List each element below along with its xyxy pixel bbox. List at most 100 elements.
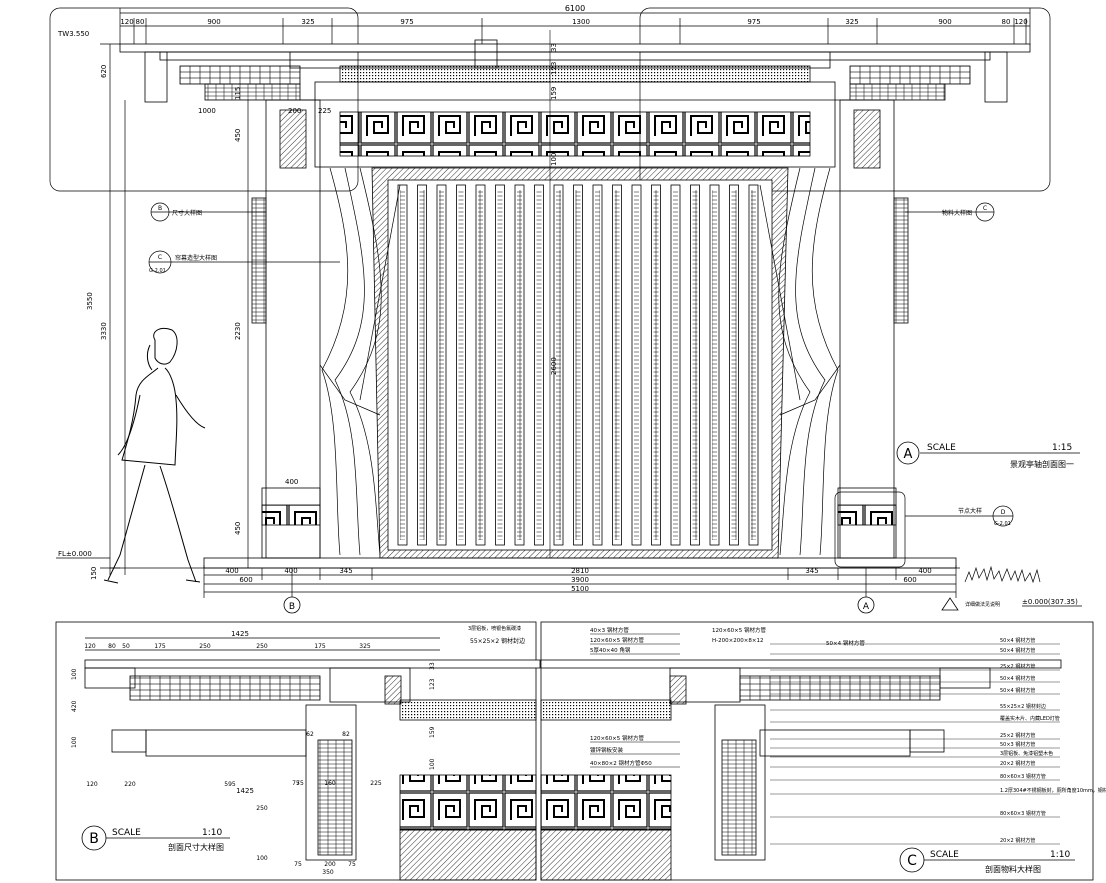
grid-a: A [863,602,870,612]
bd2-l: 600 [239,576,252,584]
detail-c-right-label: 50×4 钢材方管 [1000,637,1035,644]
detail-b-bottom-dim: 75 [294,861,302,868]
dim-center: 1300 [572,18,590,26]
title-a-name: 景观亭轴剖面图一 [1010,459,1074,469]
screen-slat-fill [478,190,483,540]
left-vertical-dims [100,43,249,575]
level-triangle [941,597,959,611]
v115: 115 [234,87,242,100]
title-c-scale: 1:10 [1050,850,1070,860]
detail-b-mid-total: 1425 [236,787,254,795]
detail-b-top-total: 1425 [231,630,249,638]
detail-b-detail-dim: 75 [296,780,304,787]
base-level: ±0.000(307.35) [1022,598,1078,606]
callout-c-text: 帘幕造型大样图 [175,254,217,262]
bd2-c: 3900 [571,576,589,584]
screen-slat-fill [497,190,503,540]
detail-c-left-label: 5厚40×40 角钢 [590,646,631,654]
detail-c-right-label: 覆盖实木片、内藏LED灯管 [1000,715,1060,722]
detail-b-bottom-dim: 350 [322,869,334,876]
detail-c-drawing [540,659,1062,881]
v2230: 2230 [234,322,242,340]
dim-l1: 120 [120,18,133,26]
detail-b-top-dim: 80 [108,643,116,650]
title-a-scale: 1:15 [1052,443,1072,453]
bd-center: 2810 [571,567,589,575]
detail-b-detail-dim: 225 [370,780,382,787]
v200: 200 [288,107,301,115]
dim-l3: 900 [207,18,220,26]
cv-100: 100 [550,153,558,166]
detail-b-top-dim: 250 [199,643,211,650]
v3330: 3330 [100,322,108,340]
detail-b-center-dim: 159 [429,726,436,738]
dim-r3: 900 [938,18,951,26]
screen-slat-fill [575,190,581,540]
title-b-circle: B [89,831,99,847]
detail-c-right-label: 50×4 钢材方管 [1000,687,1035,694]
detail-b-top-dim: 120 [84,643,96,650]
top-dimension-lines [119,8,1031,45]
screen-slat-fill [751,190,756,540]
v450a: 450 [234,129,242,142]
callout-d-sub: G-2.01 [994,521,1011,527]
screen-slat-fill [712,190,717,540]
detail-b-top-dim: 325 [359,643,371,650]
detail-c-right-label: 25×2 钢材方管 [1000,732,1035,739]
title-c-scale-word: SCALE [930,850,959,860]
detail-b-drawing [84,637,541,881]
title-c-name: 剖面物料大样图 [985,864,1041,874]
ground-slab [110,557,1041,584]
callout-c-right [905,202,995,222]
callout-c-label: C [158,254,162,261]
cv-123: 123 [550,62,558,75]
callout-b-text: 尺寸大样图 [172,209,202,217]
grid-markers [283,596,875,614]
detail-b-detail-dim: 160 [324,780,336,787]
cv-159: 159 [550,87,558,100]
bottom-dimension-lines [203,565,957,598]
v620: 620 [100,65,108,78]
detail-c-left-label: 镀锌钢板安装 [590,746,624,754]
detail-b-detail-dim: 250 [256,805,268,812]
title-b-scale-word: SCALE [112,828,141,838]
dim-r4: 80 [1002,18,1011,26]
callout-d-label: D [1001,509,1006,516]
dim-r5: 120 [1014,18,1027,26]
title-a [896,441,1080,465]
bd2-r: 600 [903,576,916,584]
screen-slat-fill [692,190,698,540]
screen-slat-fill [634,190,639,540]
callout-frames [49,7,1051,568]
title-a-circle: A [904,447,913,462]
detail-c-left-label: 120×60×5 钢材方管 [590,734,644,742]
bd-l1: 400 [225,567,238,575]
callout-d [905,505,1014,527]
title-c-circle: C [907,853,917,869]
detail-b-bottom-dim: 200 [324,861,336,868]
v400: 400 [285,478,298,486]
callout-c-sub: G-2.01 [149,268,166,274]
title-b-name: 剖面尺寸大样图 [168,842,224,852]
detail-c-right-label: 80×60×3 钢材方管 [1000,773,1046,780]
detail-b-note: 3层铝板，喷银色氟碳漆 [468,625,521,632]
dim-l4: 325 [301,18,314,26]
top-level-mark: TW3.550 [57,30,89,38]
detail-b-mid-dim: 595 [224,781,236,788]
grid-b: B [289,602,295,612]
dim-r1: 975 [747,18,760,26]
detail-b-detail-dim: 62 [306,731,314,738]
screen-slat-fill [653,190,659,540]
screen-slat-fill [517,190,522,540]
detail-b-mid-dim: 220 [124,781,136,788]
screen-slat-fill [439,190,444,540]
detail-c-right-label: 80×60×3 钢材方管 [1000,810,1046,817]
detail-b-detail-dim: 100 [256,855,268,862]
v450b: 450 [234,522,242,535]
detail-c-right-label: 25×2 钢材方管 [1000,663,1035,670]
callout-b-label: B [158,205,162,212]
roof-structure [119,39,1031,168]
detail-b-frame [55,621,1094,881]
